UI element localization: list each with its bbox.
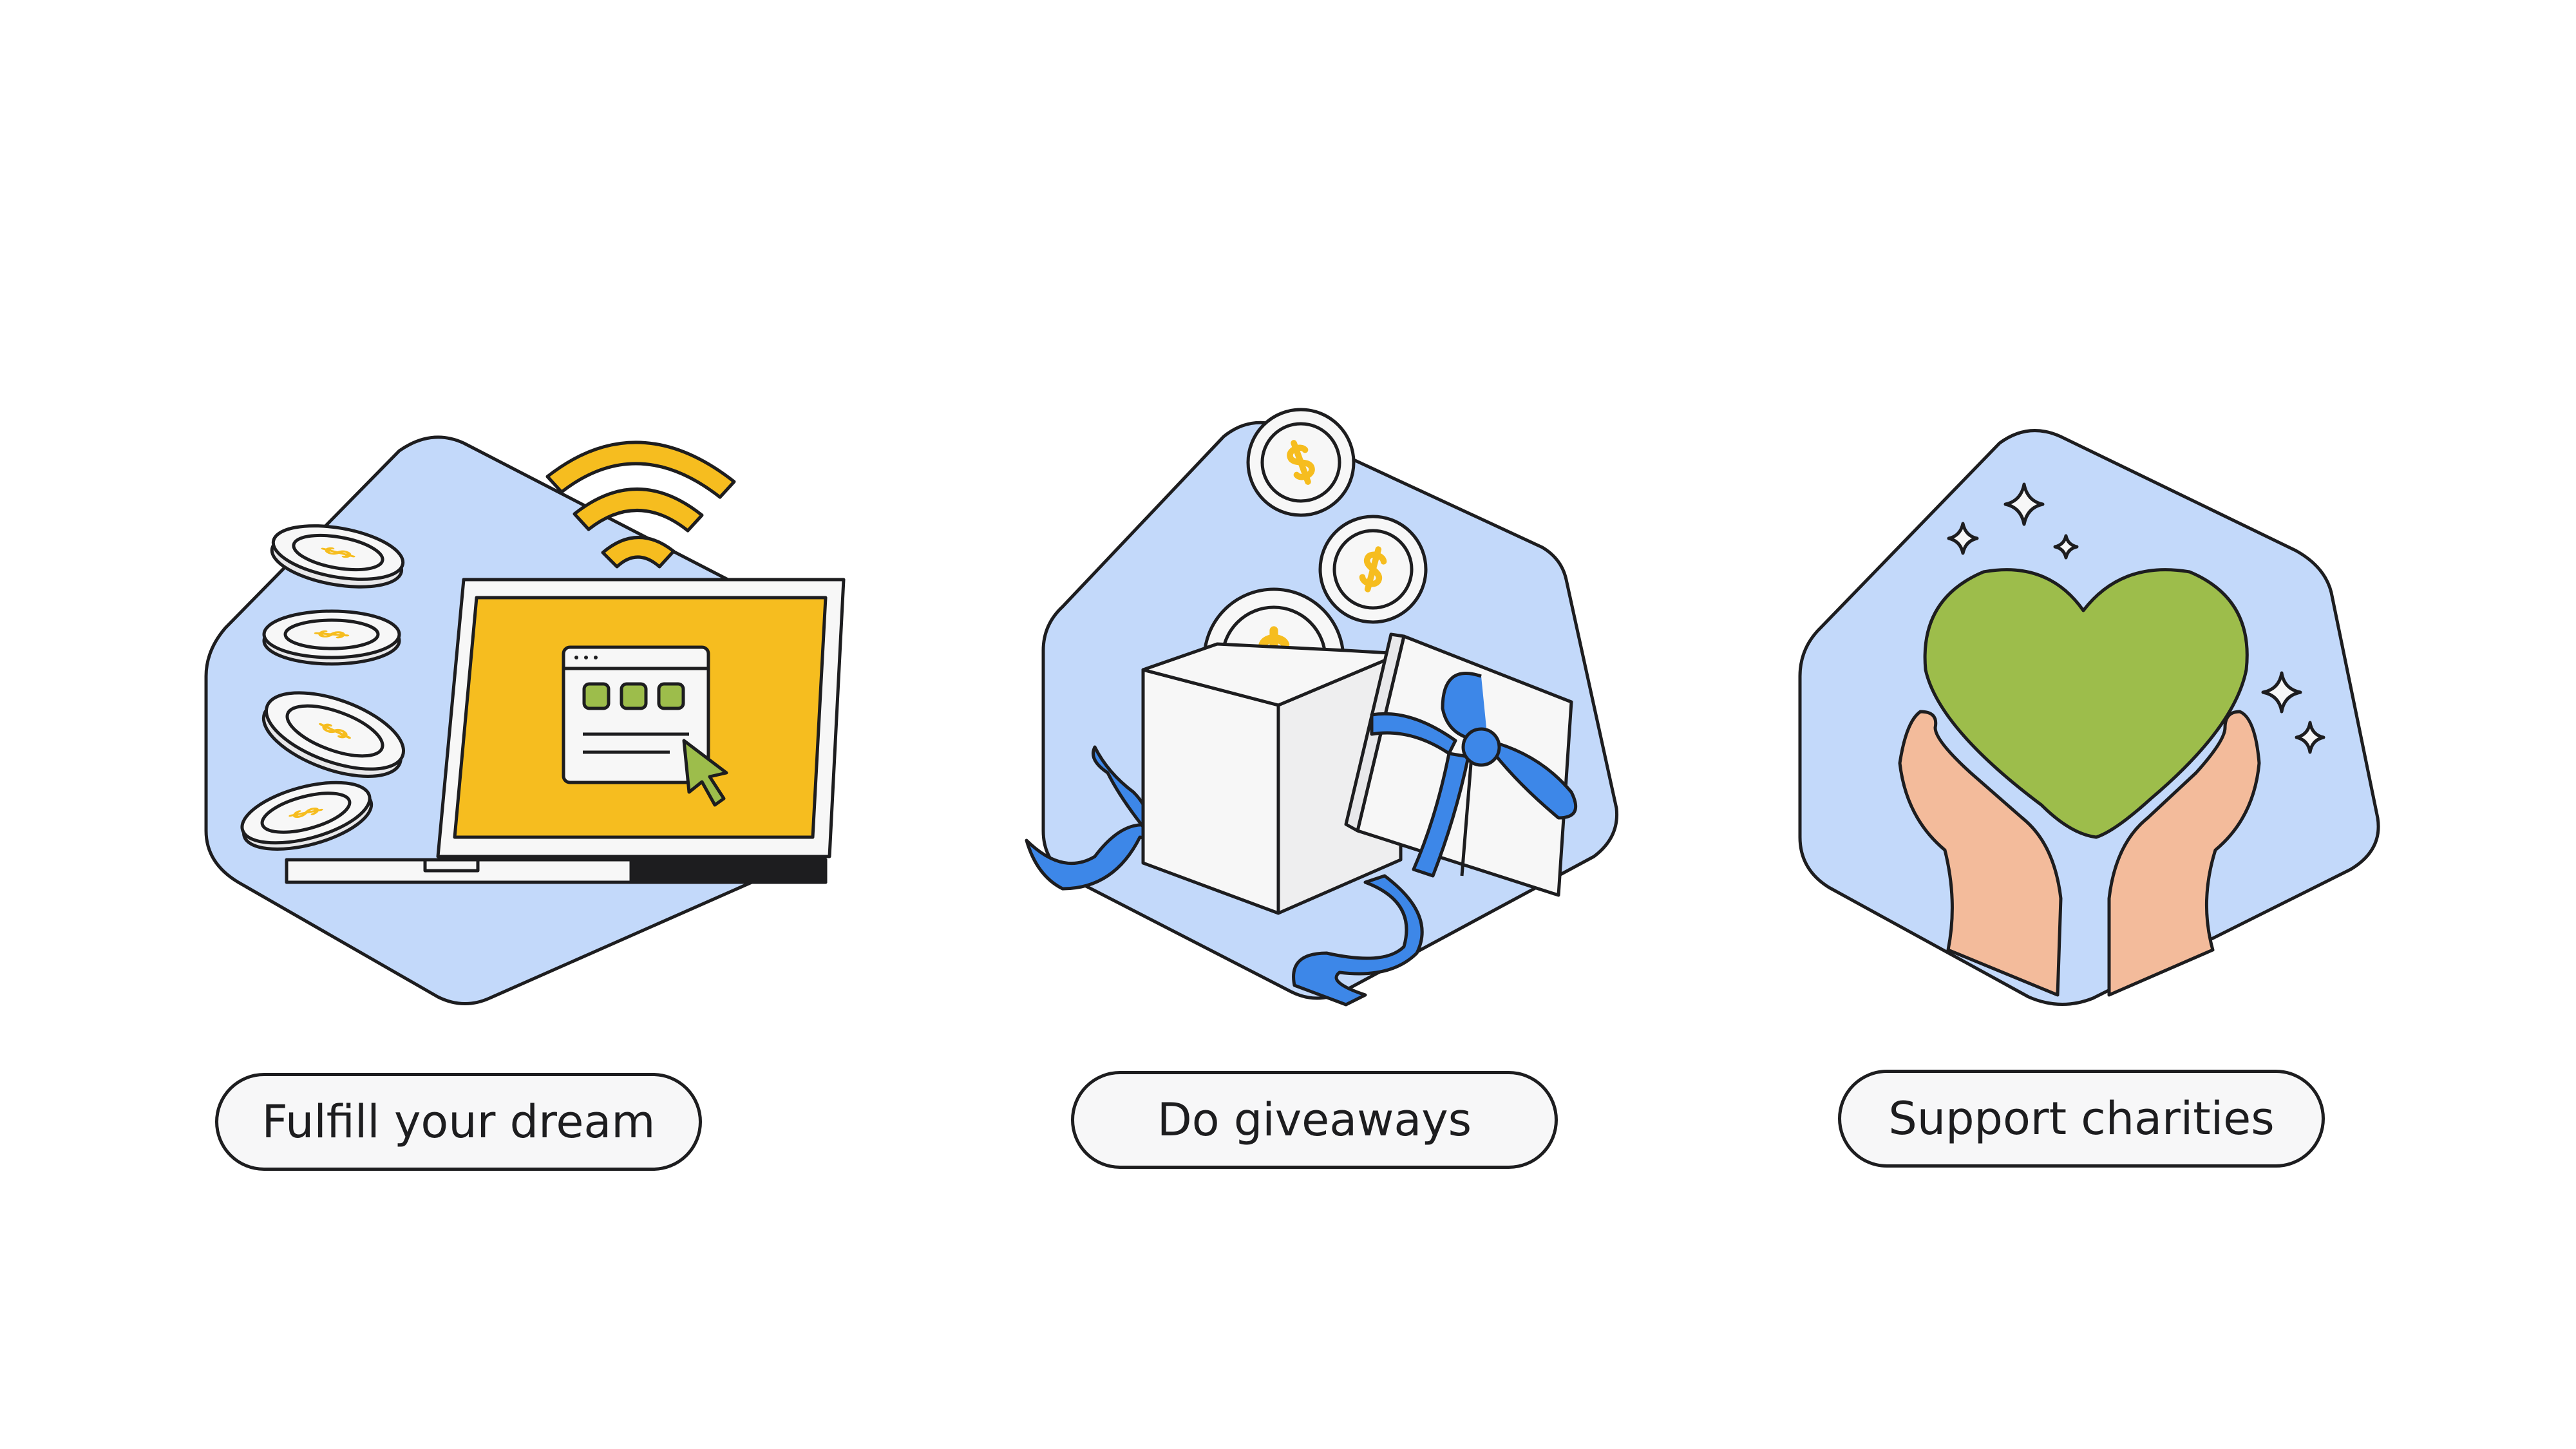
sparkle-icon [1947, 482, 2325, 754]
coins-icon [240, 524, 406, 851]
hands-icon [1898, 710, 2261, 997]
gift-box-icon [1141, 632, 1578, 915]
card-label-fulfill-dream[interactable]: Fulfill your dream [215, 1073, 702, 1171]
heart-icon [1923, 568, 2249, 839]
card-2-illustration [1025, 408, 1619, 1007]
card-1-illustration [204, 435, 846, 1005]
wifi-icon [545, 440, 736, 569]
laptop-icon [285, 578, 846, 884]
card-3-illustration [1798, 429, 2380, 1007]
card-label-charities[interactable]: Support charities [1838, 1070, 2325, 1168]
card-label-giveaways[interactable]: Do giveaways [1071, 1071, 1558, 1169]
